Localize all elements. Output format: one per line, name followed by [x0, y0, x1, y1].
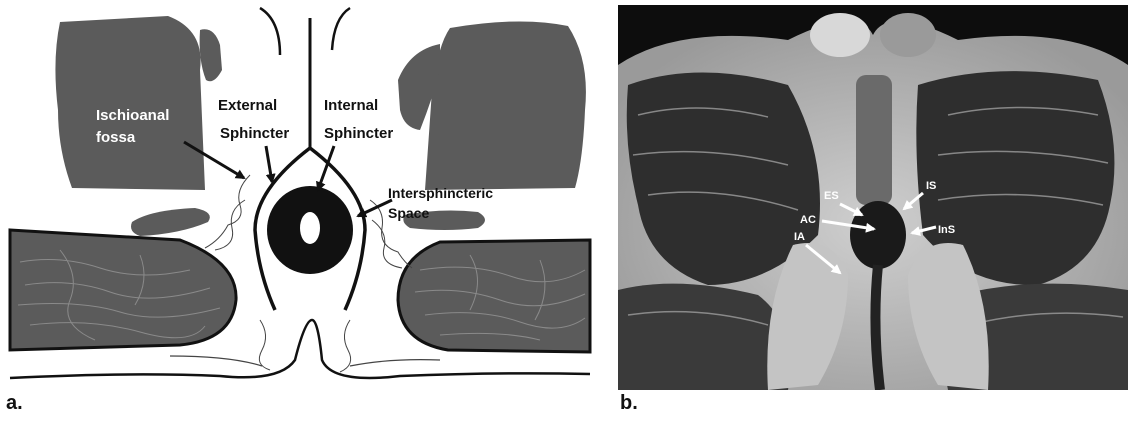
external-sphincter-label-line1: External [218, 97, 277, 114]
schematic-svg: Ischioanal fossa External Sphincter Inte… [0, 0, 600, 416]
left-small-muscle [200, 29, 222, 81]
label-ia: IA [794, 231, 805, 243]
left-top-curve [260, 8, 280, 55]
external-sphincter-label-line2: Sphincter [220, 125, 289, 142]
intersphincteric-label-line1: Intersphincteric [388, 185, 493, 201]
label-es: ES [824, 190, 839, 202]
panel-b-letter: b. [620, 392, 638, 415]
right-ischioanal-muscle-block [425, 21, 586, 190]
intersphincteric-label-line2: Space [388, 205, 429, 221]
label-ins: InS [938, 224, 955, 236]
panel-a-schematic: Ischioanal fossa External Sphincter Inte… [0, 0, 600, 416]
natal-cleft-line-left [170, 356, 262, 366]
panel-a-letter: a. [6, 392, 23, 415]
label-is: IS [926, 180, 936, 192]
left-ischioanal-muscle-block [55, 16, 205, 190]
right-top-curve [332, 8, 350, 50]
left-levator-slip [131, 208, 210, 236]
ischioanal-label-line1: Ischioanal [96, 107, 169, 124]
internal-sphincter-label-line1: Internal [324, 97, 378, 114]
mri-svg: ES IS AC InS IA [618, 5, 1128, 390]
anal-canal-lumen [300, 212, 320, 244]
label-ac: AC [800, 214, 816, 226]
arrow-external-sphincter [266, 146, 272, 182]
right-gluteal-block [398, 240, 590, 352]
mri-right-bulb [880, 13, 936, 57]
panel-b-mri-image: ES IS AC InS IA [618, 5, 1128, 390]
mri-natal-cleft [875, 265, 880, 390]
ischioanal-label-line2: fossa [96, 129, 136, 146]
internal-sphincter-label-line2: Sphincter [324, 125, 393, 142]
mri-midline-structure [856, 75, 892, 205]
arrow-intersphincteric [358, 200, 392, 216]
mri-left-bulb [810, 13, 870, 57]
natal-cleft-line-right [350, 360, 440, 366]
mri-anal-canal [850, 201, 906, 269]
